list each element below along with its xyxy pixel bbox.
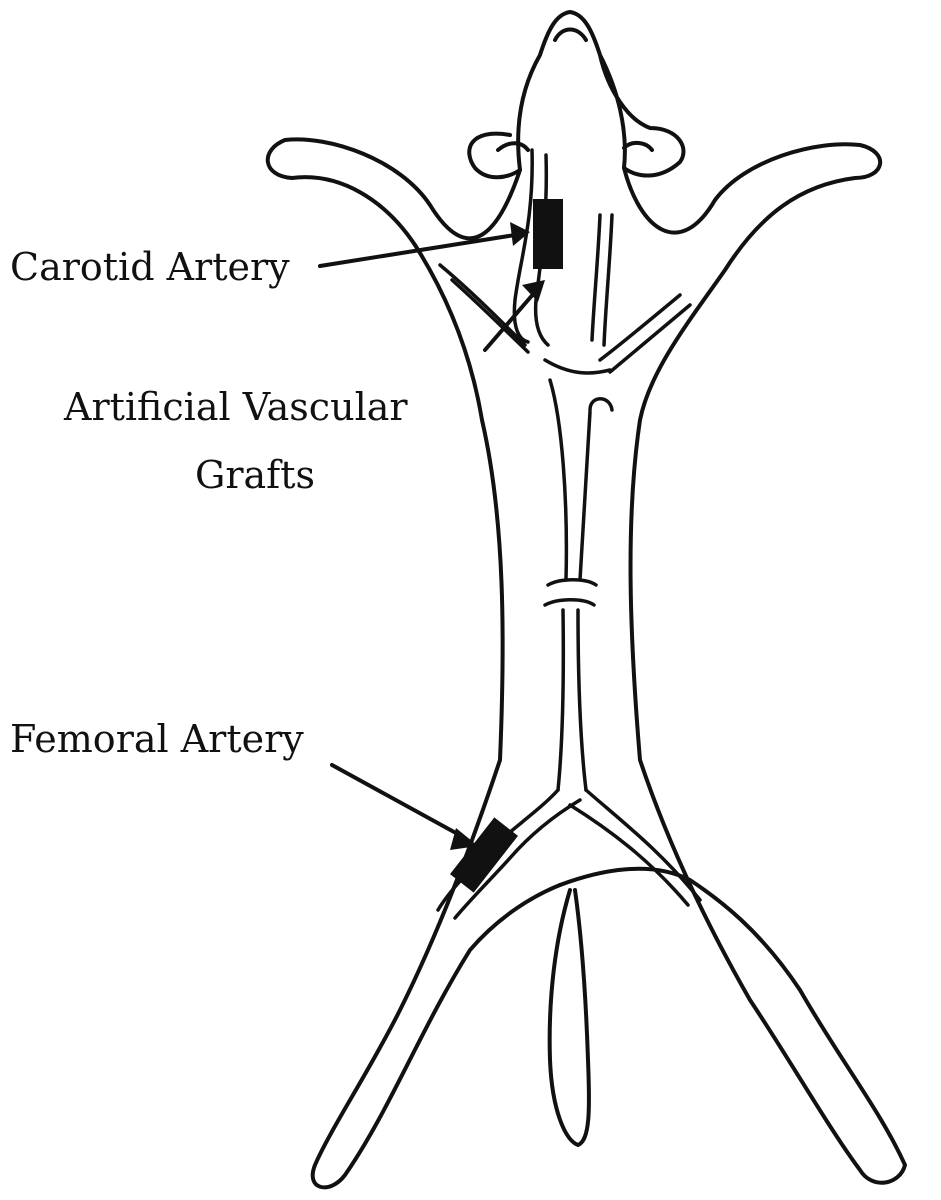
left-subclavian-vessel-inner [450,278,530,354]
carotid-arrow [318,222,530,268]
rat-snout-outline [553,27,588,42]
left-femoral-vessel-inner [453,798,582,920]
descending-aorta-right-wall [578,410,592,582]
right-femoral-vessel [584,788,702,902]
carotid-artery-label: Carotid Artery [10,245,290,289]
rat-head-outline [467,10,686,180]
graft-arrow [483,280,545,352]
femoral-arrow [330,763,478,850]
descending-aorta-lower-left [556,608,566,792]
grafts-label-line2: Grafts [195,453,315,497]
aortic-arch-hook [588,397,614,412]
left-subclavian-vessel [438,263,527,347]
aortic-arch-vessel [543,358,612,375]
left-carotid-vessel [512,148,534,344]
rat-left-arm-outline [265,137,562,1190]
descending-aorta-lower-right [576,608,588,792]
rat-right-arm-outline [558,142,907,1185]
rat-right-ear-mark [622,141,654,152]
aorta-constriction-bottom [543,598,596,607]
right-subclavian-vessel-inner [608,303,692,374]
right-subclavian-vessel [598,293,682,362]
rat-body-outline [265,10,907,1190]
rat-left-ear-mark [496,141,530,152]
right-carotid-vessel-inner [602,213,614,347]
aorta-constriction-top [546,578,598,587]
rat-tail-outline [547,888,591,1147]
descending-aorta-left-wall [548,378,569,582]
carotid-graft [533,199,563,269]
right-carotid-vessel [590,213,602,342]
femoral-graft [450,817,518,893]
vascular-system [436,148,702,920]
grafts-label-line1: Artificial Vascular [63,385,408,429]
femoral-artery-label: Femoral Artery [10,717,304,761]
right-femoral-vessel-inner [568,803,690,907]
